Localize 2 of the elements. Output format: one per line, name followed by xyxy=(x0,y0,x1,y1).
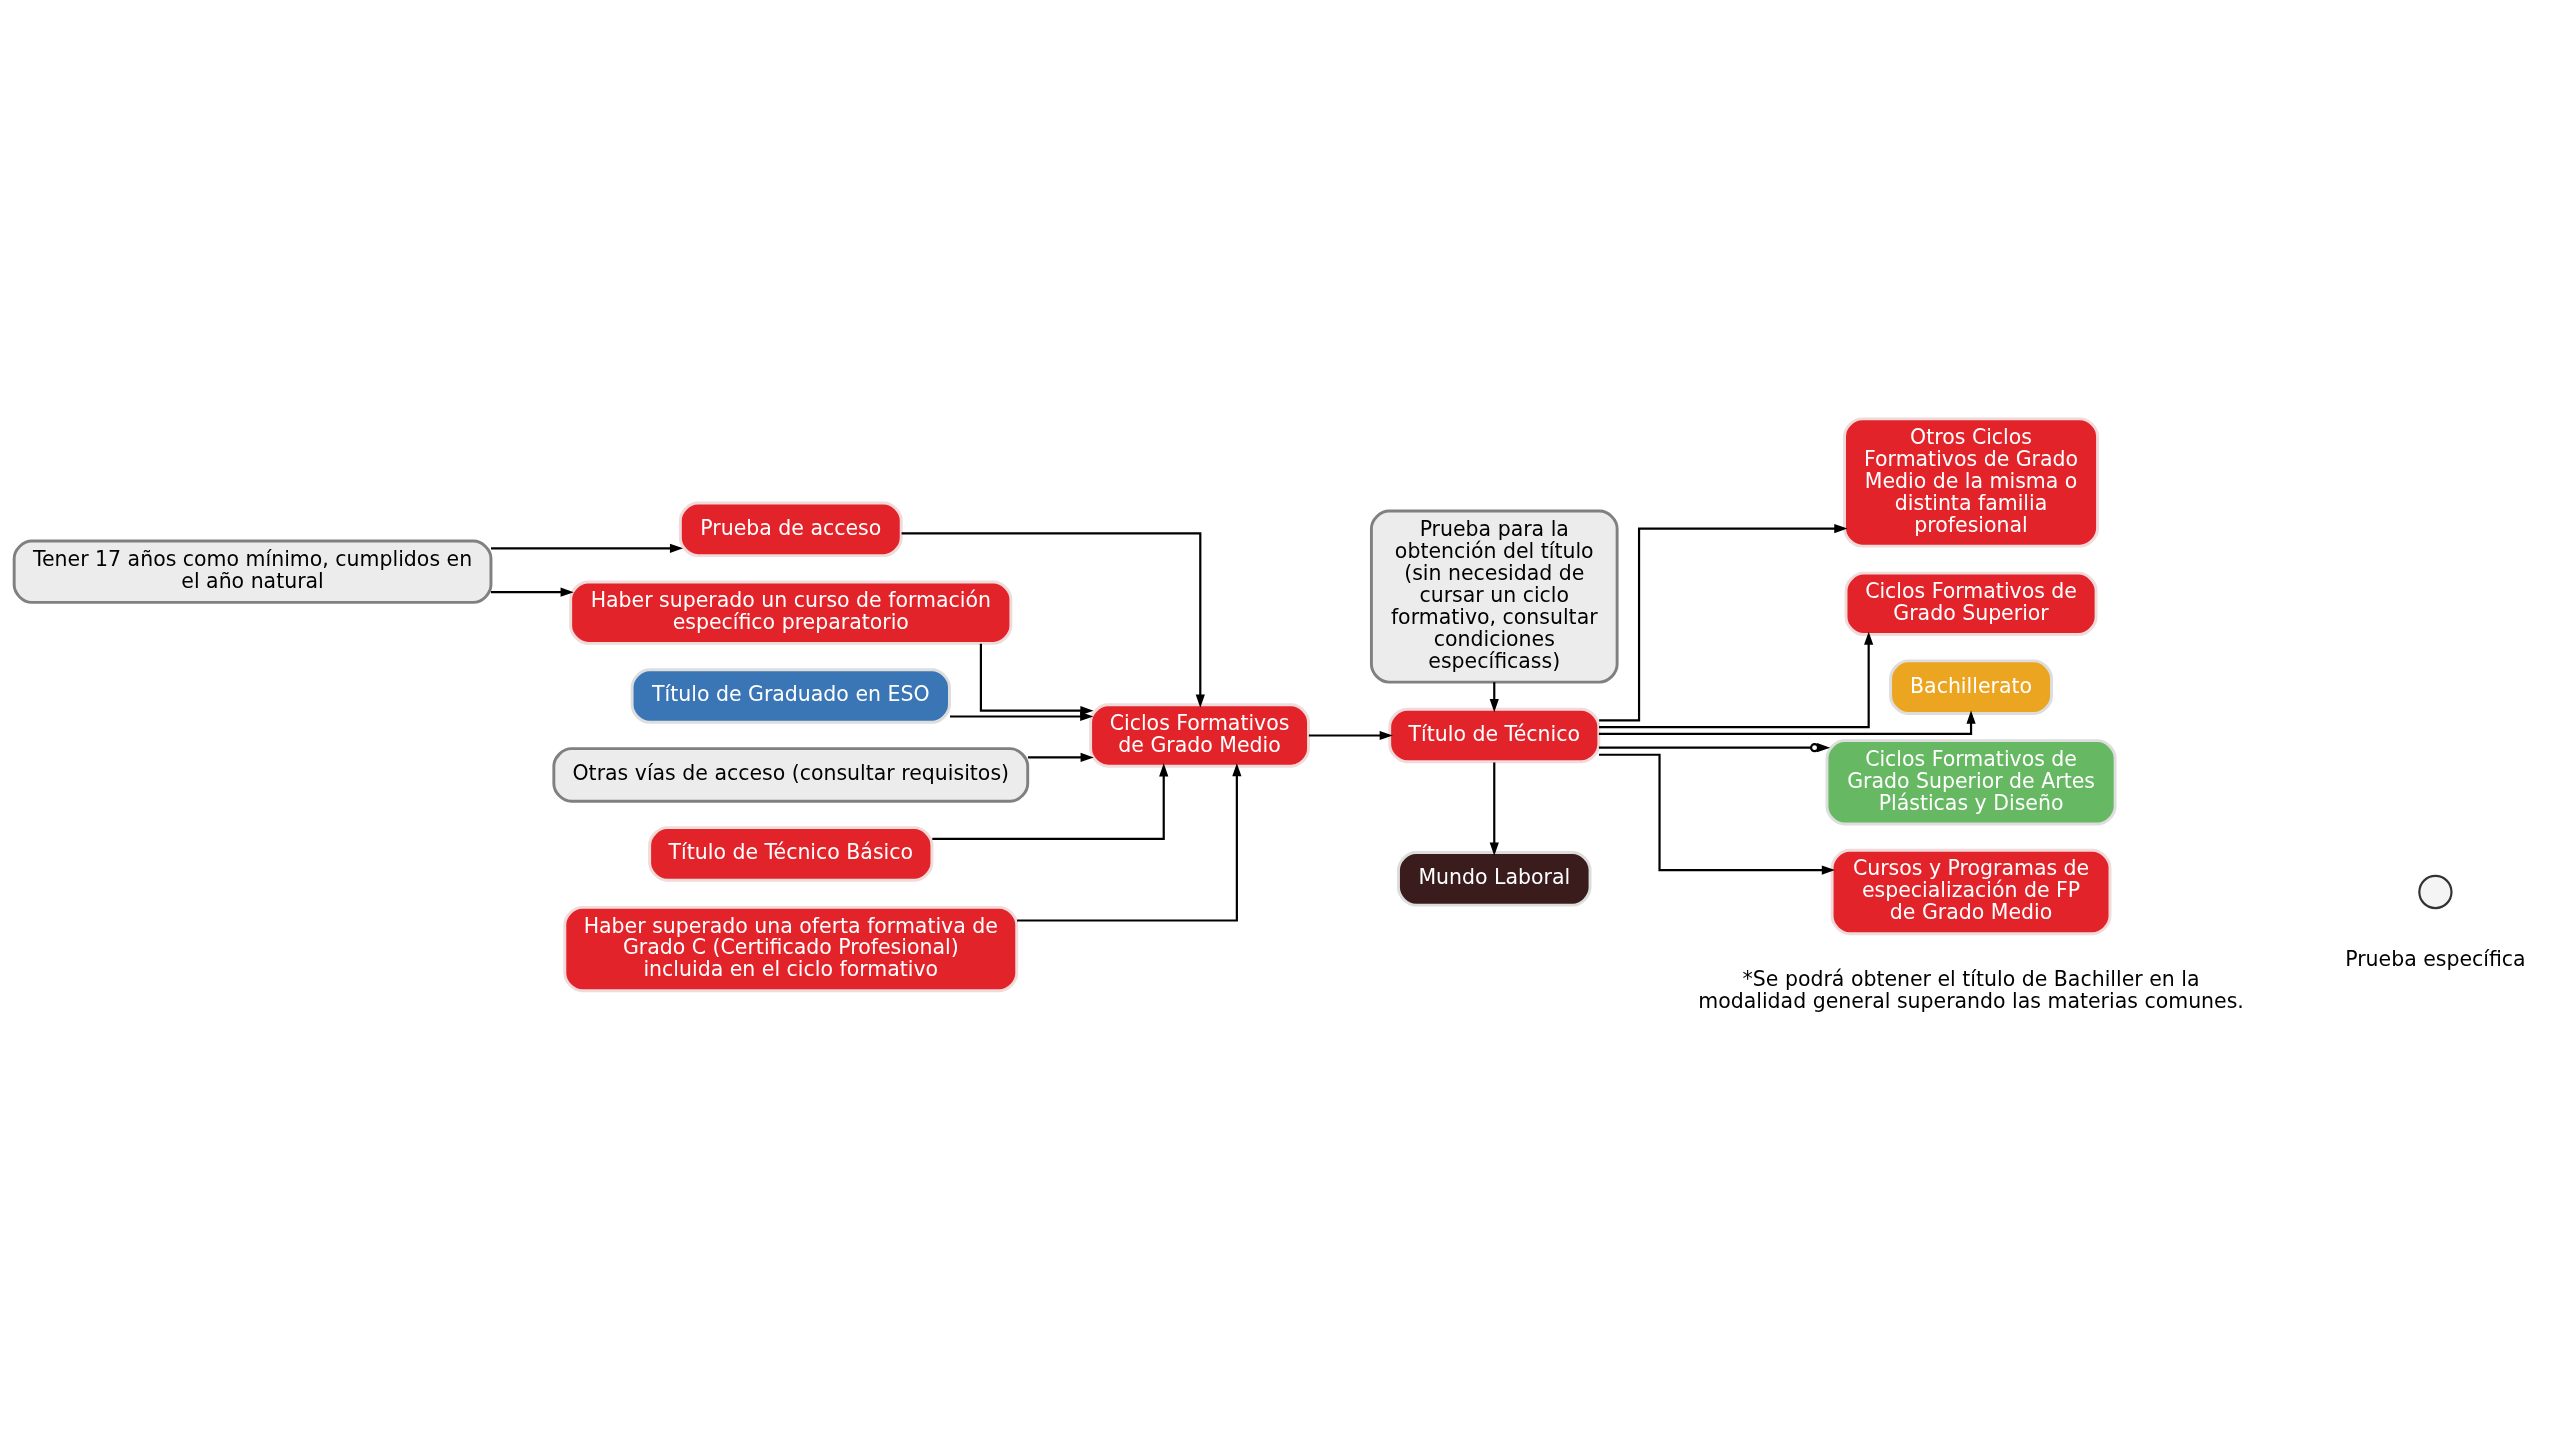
legend-label: Prueba específica xyxy=(2345,946,2526,971)
label: *Se podrá obtener el título de Bachiller en la modalidad general superando las materias comunes. xyxy=(1698,966,2244,1013)
